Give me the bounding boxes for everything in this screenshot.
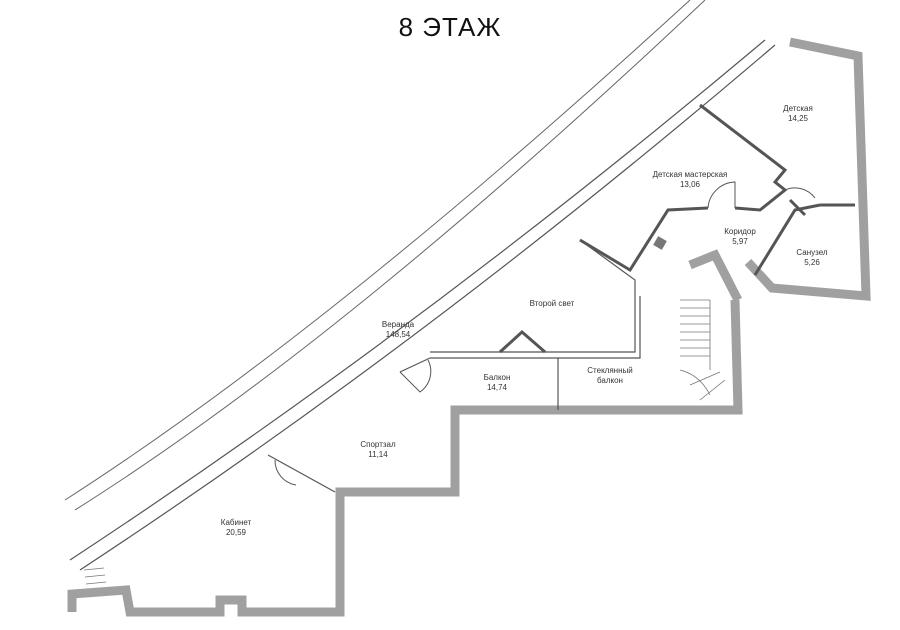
floor-title: 8 ЭТАЖ bbox=[398, 12, 502, 42]
wall-balkon-left bbox=[399, 357, 431, 373]
staircase bbox=[679, 299, 726, 401]
wall-vtoroy-svet-2 bbox=[430, 296, 641, 359]
room-name: Детская bbox=[783, 104, 813, 113]
door-korridor bbox=[784, 187, 816, 199]
room-name: Спортзал bbox=[360, 440, 396, 449]
room-name: Детская мастерская bbox=[652, 170, 728, 179]
room-steklyanny-balkon: Стеклянный балкон bbox=[580, 366, 640, 386]
room-vtoroy-svet: Второй свет bbox=[530, 299, 575, 309]
wall-sportzal bbox=[267, 454, 336, 493]
door-sportzal bbox=[274, 459, 297, 486]
room-name: Стеклянный балкон bbox=[587, 366, 633, 385]
wall-korridor-bottom bbox=[788, 198, 807, 217]
facade-line-inner bbox=[79, 44, 776, 571]
staircase-small bbox=[83, 567, 107, 585]
room-area: 20,59 bbox=[225, 528, 247, 537]
room-name: Балкон bbox=[483, 373, 511, 382]
wall-vtoroy-svet bbox=[430, 239, 636, 353]
room-area: 148,54 bbox=[385, 330, 411, 339]
wall-chevron bbox=[498, 329, 546, 354]
wall-sanuzel bbox=[753, 203, 855, 276]
room-name: Веранда bbox=[381, 320, 415, 329]
wall-korridor bbox=[579, 206, 709, 273]
veranda-outer-edge bbox=[64, 0, 691, 501]
room-name: Коридор bbox=[724, 227, 756, 236]
room-name: Санузел bbox=[796, 248, 828, 257]
room-area: 5,97 bbox=[732, 237, 748, 246]
room-area: 5,26 bbox=[804, 258, 820, 267]
room-area: 14,74 bbox=[486, 383, 508, 392]
room-area: 14,25 bbox=[787, 114, 809, 123]
room-name: Второй свет bbox=[529, 299, 575, 308]
room-area: 11,14 bbox=[368, 450, 388, 459]
room-area: 13,06 bbox=[679, 180, 701, 189]
exterior-wall bbox=[67, 37, 871, 617]
wall-detskaya-masterskaya bbox=[699, 103, 788, 212]
door-balkon bbox=[399, 359, 432, 393]
door-masterskaya bbox=[707, 181, 736, 209]
room-name: Кабинет bbox=[220, 518, 252, 527]
stair-wall bbox=[688, 249, 743, 303]
facade-line bbox=[69, 39, 766, 561]
veranda-outer-edge-inner bbox=[74, 0, 706, 511]
column bbox=[653, 236, 667, 250]
